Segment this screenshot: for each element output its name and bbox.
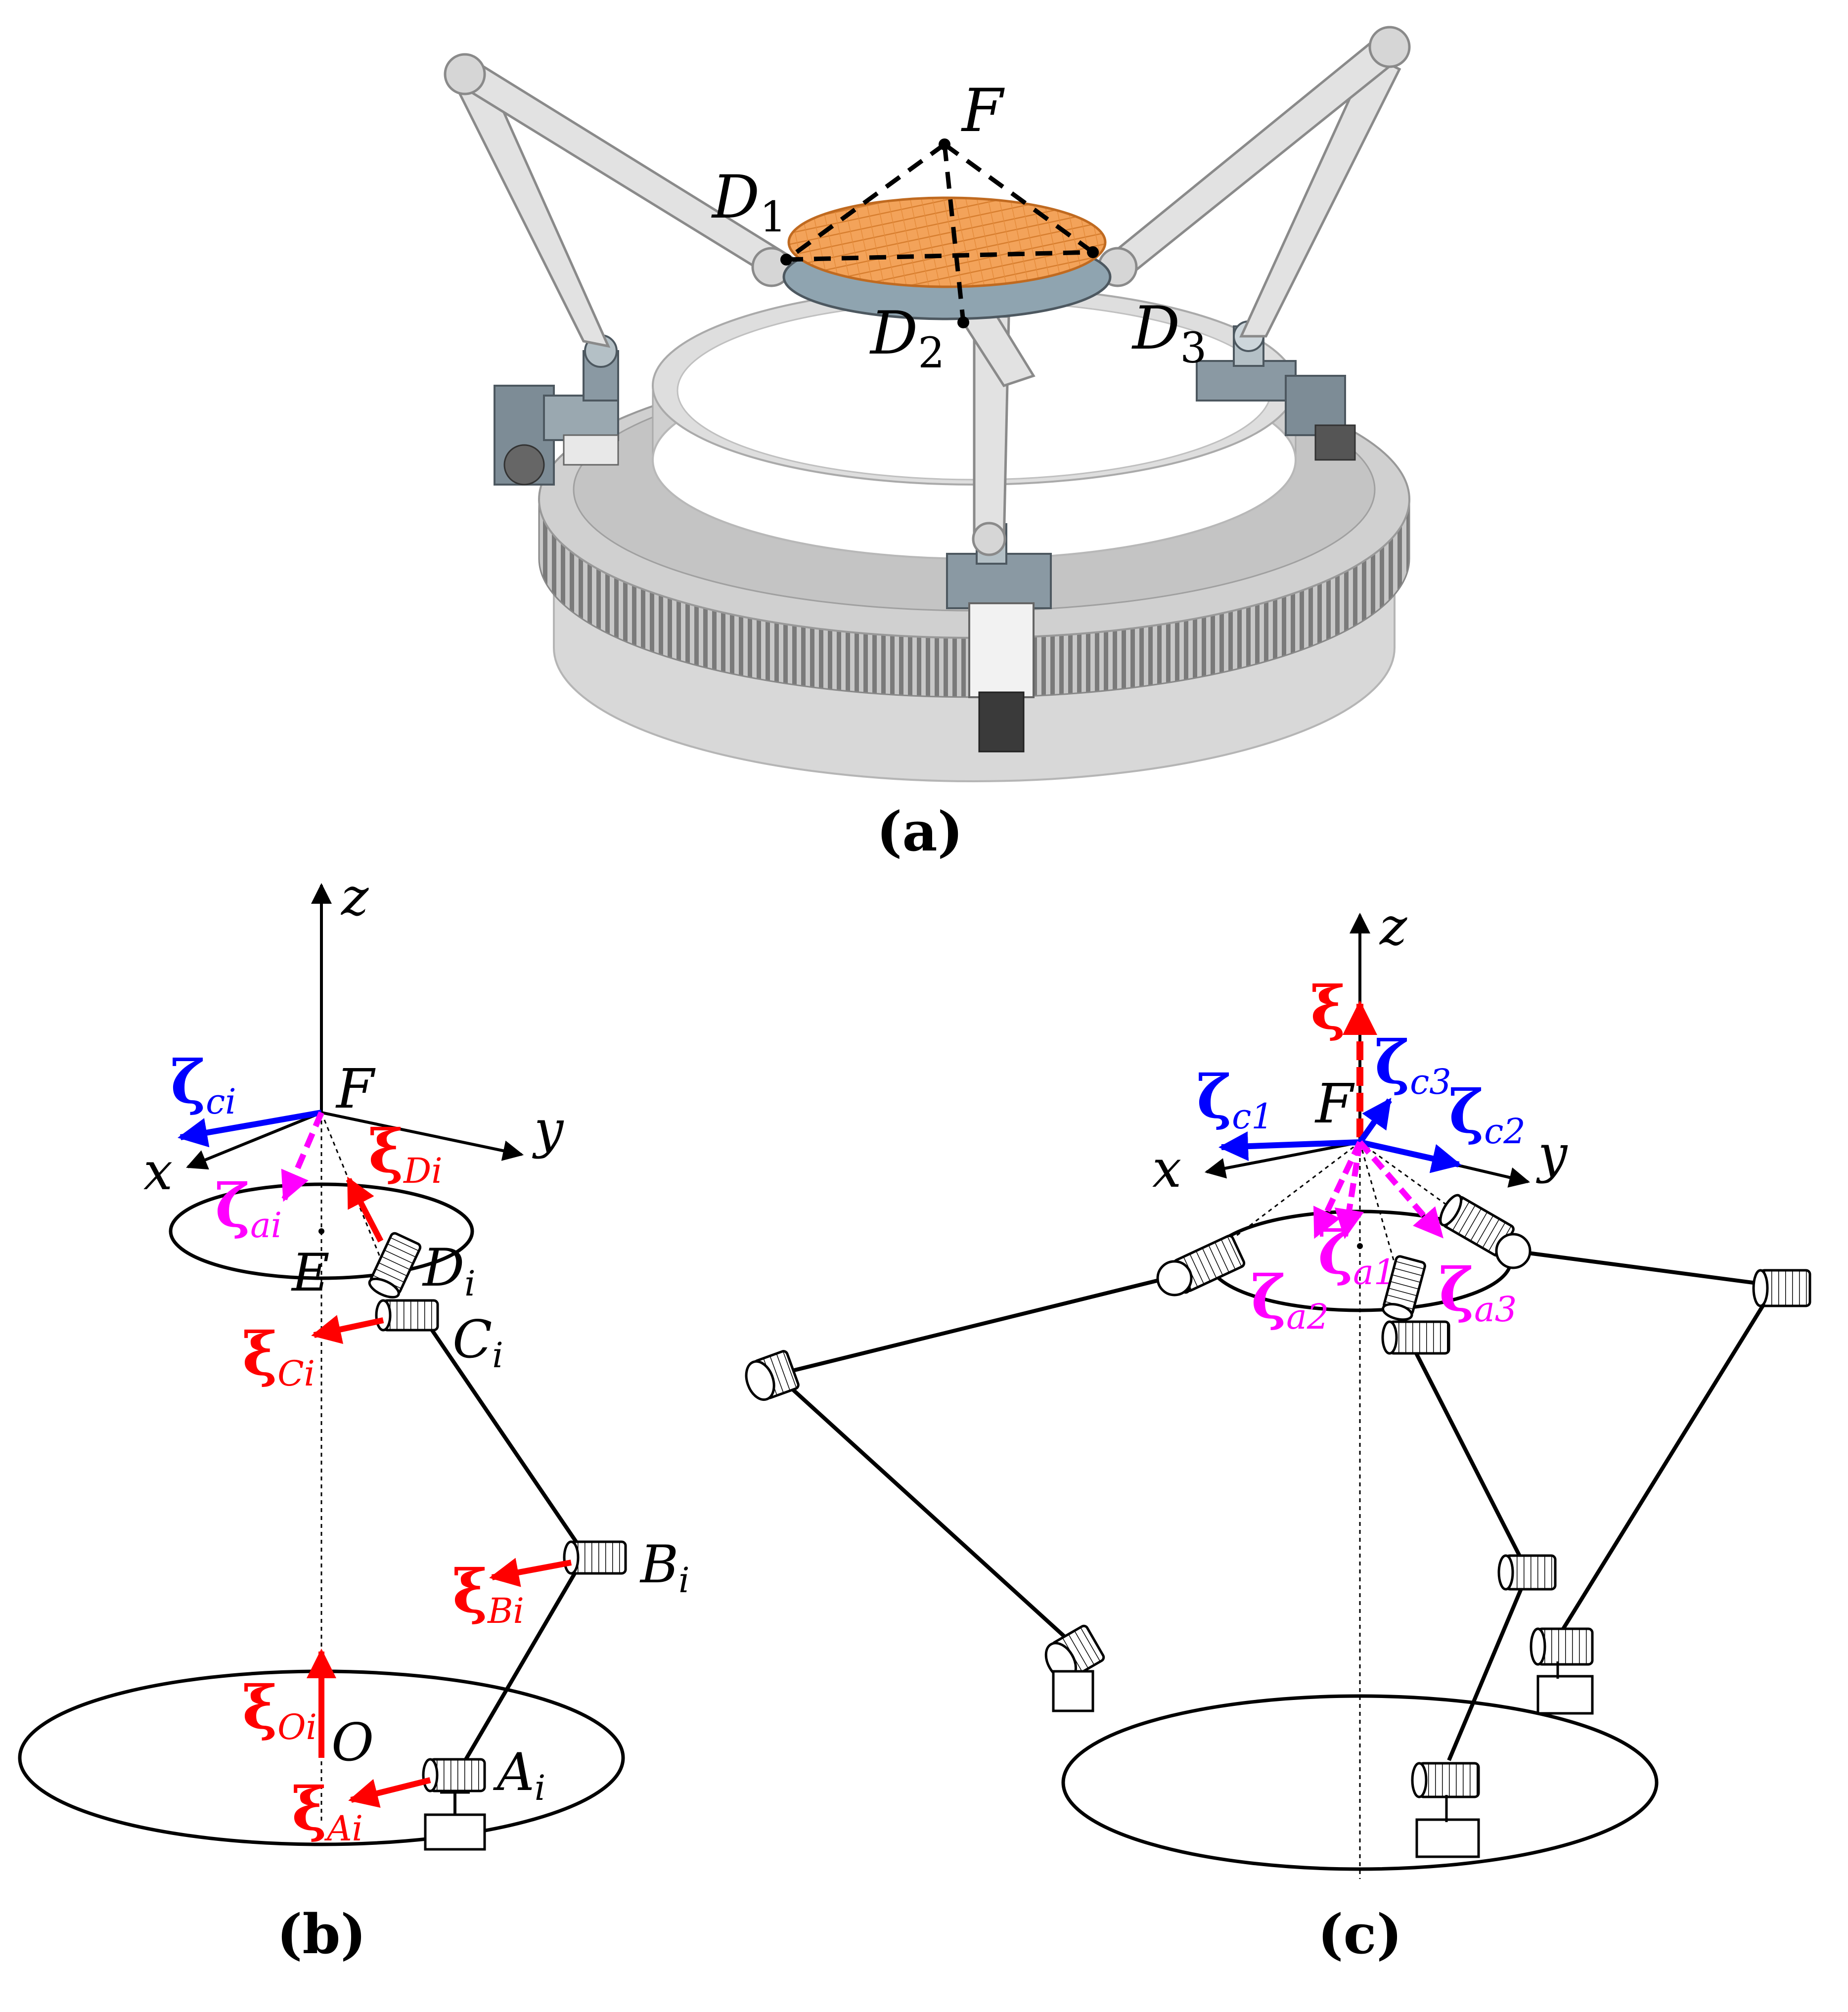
joint-front-elbow-c [1497,1554,1557,1591]
label-xi-A: ξAi [292,1774,363,1849]
joint-front-base-c [1411,1762,1480,1798]
links-c [775,1249,1777,1761]
zeta-c-arrow-b [178,1110,322,1148]
label-F-c: F [1314,1072,1355,1135]
xi-C-arrow [311,1315,384,1344]
zeta-c3-arrow [1357,1098,1392,1144]
label-A-b: Ai [493,1742,545,1808]
caption-a: (a) [876,800,963,863]
xi-B-arrow [489,1558,572,1587]
caption-b: (b) [276,1902,366,1966]
axis-x-c [1204,1141,1360,1179]
panel-b-schematic: z x y F E O [18,867,690,1966]
label-E: E [291,1243,330,1303]
platform-circle-b [169,1182,474,1280]
label-xi-c: ξ [1310,973,1346,1043]
zeta-c1-arrow [1218,1131,1360,1162]
label-zeta-c-b: ζci [171,1047,236,1122]
slider-right-c [1536,1675,1594,1715]
label-D-b: Di [422,1238,476,1304]
label-F-b: F [335,1057,376,1120]
leg-front [957,310,1036,556]
point-D1-dot [780,254,792,266]
label-xi-B: ξBi [452,1557,524,1631]
panel-c-schematic: z x y F [745,896,1811,1966]
platform-geometry [785,142,1094,323]
caption-c: (c) [1317,1902,1402,1966]
platform-center-dot-c [1357,1243,1363,1249]
joint-front-top-c [1382,1255,1426,1321]
leg-right [1097,26,1411,338]
zeta-a-arrow-b [281,1111,324,1202]
zeta-a1-arrow [1334,1142,1364,1239]
label-O: O [331,1712,374,1773]
label-D3: D3 [1131,294,1207,373]
label-x-c: x [1152,1139,1181,1199]
label-zeta-a2: ζa2 [1251,1262,1329,1337]
xi-D-arrow [346,1176,384,1243]
joint-B-b [563,1540,627,1575]
label-D1: D1 [711,163,786,242]
label-zeta-c2: ζc2 [1449,1077,1526,1152]
label-D2: D2 [869,299,945,378]
axis-y-b [321,1111,524,1161]
link-BA [460,1561,583,1767]
label-zeta-c1: ζc1 [1197,1062,1273,1137]
point-D2-dot [957,316,969,328]
point-F-dot [939,138,950,150]
joint-A-b [422,1758,486,1792]
label-zeta-a3: ζa3 [1439,1255,1517,1330]
joint-C-b [375,1299,439,1332]
slider-block-b [424,1813,486,1851]
label-z-c: z [1379,896,1407,957]
point-D3-dot [1087,246,1099,258]
label-B-b: Bi [639,1534,690,1601]
slider-left-c [1052,1670,1094,1712]
label-zeta-c3: ζc3 [1375,1028,1451,1102]
joint-left-platform-c [1156,1260,1193,1297]
base-circle-c [1061,1694,1659,1871]
label-zeta-a1: ζa1 [1318,1218,1396,1293]
label-x-b: x [143,1141,173,1202]
zeta-c2-arrow [1359,1139,1462,1173]
joint-D-b [368,1232,422,1298]
label-z-b: z [340,867,369,927]
moving-platform [782,196,1112,320]
zeta-a2-arrow [1312,1141,1363,1239]
joint-right-base-c [1530,1627,1594,1666]
panel-a-rendering: F D1 D2 D3 (a) [444,26,1411,863]
link-CB [423,1319,586,1554]
right-carriage [1196,320,1356,461]
joint-left-elbow-c [745,1350,800,1401]
label-y-b: y [532,1099,564,1160]
label-F-a: F [961,77,1005,145]
joint-front-C-c [1381,1320,1450,1355]
label-xi-D: ξDi [368,1117,443,1191]
point-E-dot [318,1228,324,1234]
label-xi-O: ξOi [242,1673,317,1747]
label-y-c: y [1536,1124,1568,1184]
joint-right-platform-c [1495,1233,1532,1269]
label-zeta-a-b: ζai [215,1171,282,1246]
slider-front-c [1415,1818,1480,1858]
joint-right-elbow-c [1752,1269,1811,1307]
label-xi-C: ξCi [242,1319,315,1394]
xi-A-arrow [348,1777,431,1808]
axis-x-b [186,1111,322,1170]
label-C-b: Ci [452,1309,503,1376]
